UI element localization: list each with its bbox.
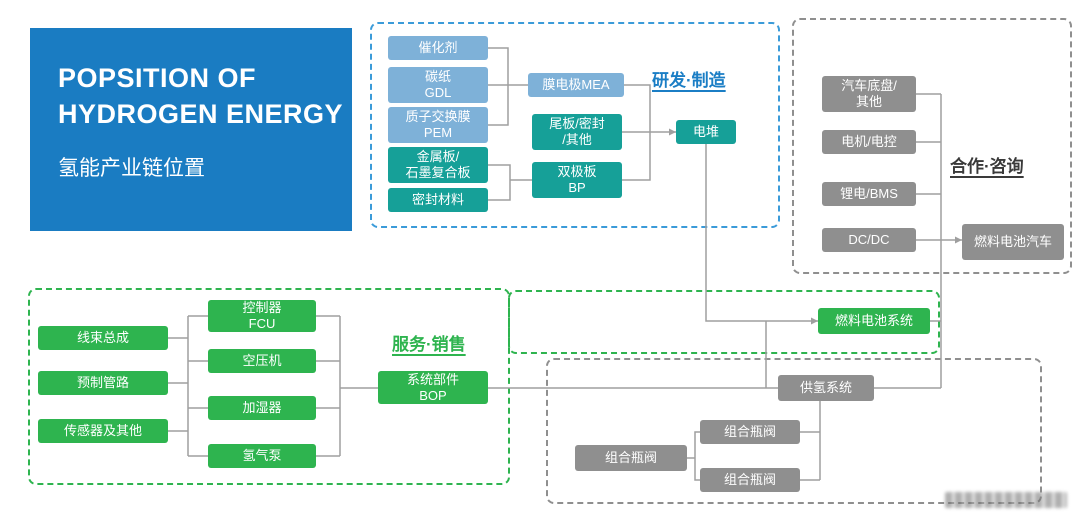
node-pem: 质子交换膜 PEM [388,107,488,143]
node-sensors-other: 传感器及其他 [38,419,168,443]
node-prefab-piping: 预制管路 [38,371,168,395]
node-fcu: 控制器 FCU [208,300,316,332]
node-mea: 膜电极MEA [528,73,624,97]
node-cylinder-valve-3: 组合瓶阀 [700,468,800,492]
title-block: POPSITION OF HYDROGEN ENERGY 氢能产业链位置 [30,28,352,231]
node-endplate-seal-other: 尾板/密封 /其他 [532,114,622,150]
node-bop: 系统部件 BOP [378,371,488,404]
node-wire-harness: 线束总成 [38,326,168,350]
node-fuel-cell-vehicle: 燃料电池汽车 [962,224,1064,260]
node-hydrogen-supply-system: 供氢系统 [778,375,874,401]
title-subtitle: 氢能产业链位置 [58,157,205,180]
node-fuel-cell-system: 燃料电池系统 [818,308,930,334]
node-lithium-bms: 锂电/BMS [822,182,916,206]
service-section-label: 服务·销售 [392,335,466,354]
cooperation-group-border [792,18,1072,274]
title-line1: POPSITION OF [58,63,257,93]
cooperation-section-label: 合作·咨询 [950,157,1024,176]
fuel-cell-system-group-border [508,290,940,354]
node-carbon-paper-gdl: 碳纸 GDL [388,67,488,103]
node-bipolar-plate: 双极板 BP [532,162,622,198]
node-humidifier: 加湿器 [208,396,316,420]
node-stack: 电堆 [676,120,736,144]
node-vehicle-chassis: 汽车底盘/ 其他 [822,76,916,112]
watermark [945,492,1067,508]
rd-group-border [370,22,780,228]
node-air-compressor: 空压机 [208,349,316,373]
rd-section-label: 研发·制造 [652,71,726,90]
node-cylinder-valve-2: 组合瓶阀 [700,420,800,444]
node-sealing-material: 密封材料 [388,188,488,212]
service-group-border [28,288,510,485]
node-metal-graphite-plate: 金属板/ 石墨复合板 [388,147,488,183]
node-catalyst: 催化剂 [388,36,488,60]
node-cylinder-valve-1: 组合瓶阀 [575,445,687,471]
hydrogen-supply-group-border [546,358,1042,504]
title-line2: HYDROGEN ENERGY [58,99,344,129]
node-dcdc: DC/DC [822,228,916,252]
node-hydrogen-pump: 氢气泵 [208,444,316,468]
node-motor-control: 电机/电控 [822,130,916,154]
